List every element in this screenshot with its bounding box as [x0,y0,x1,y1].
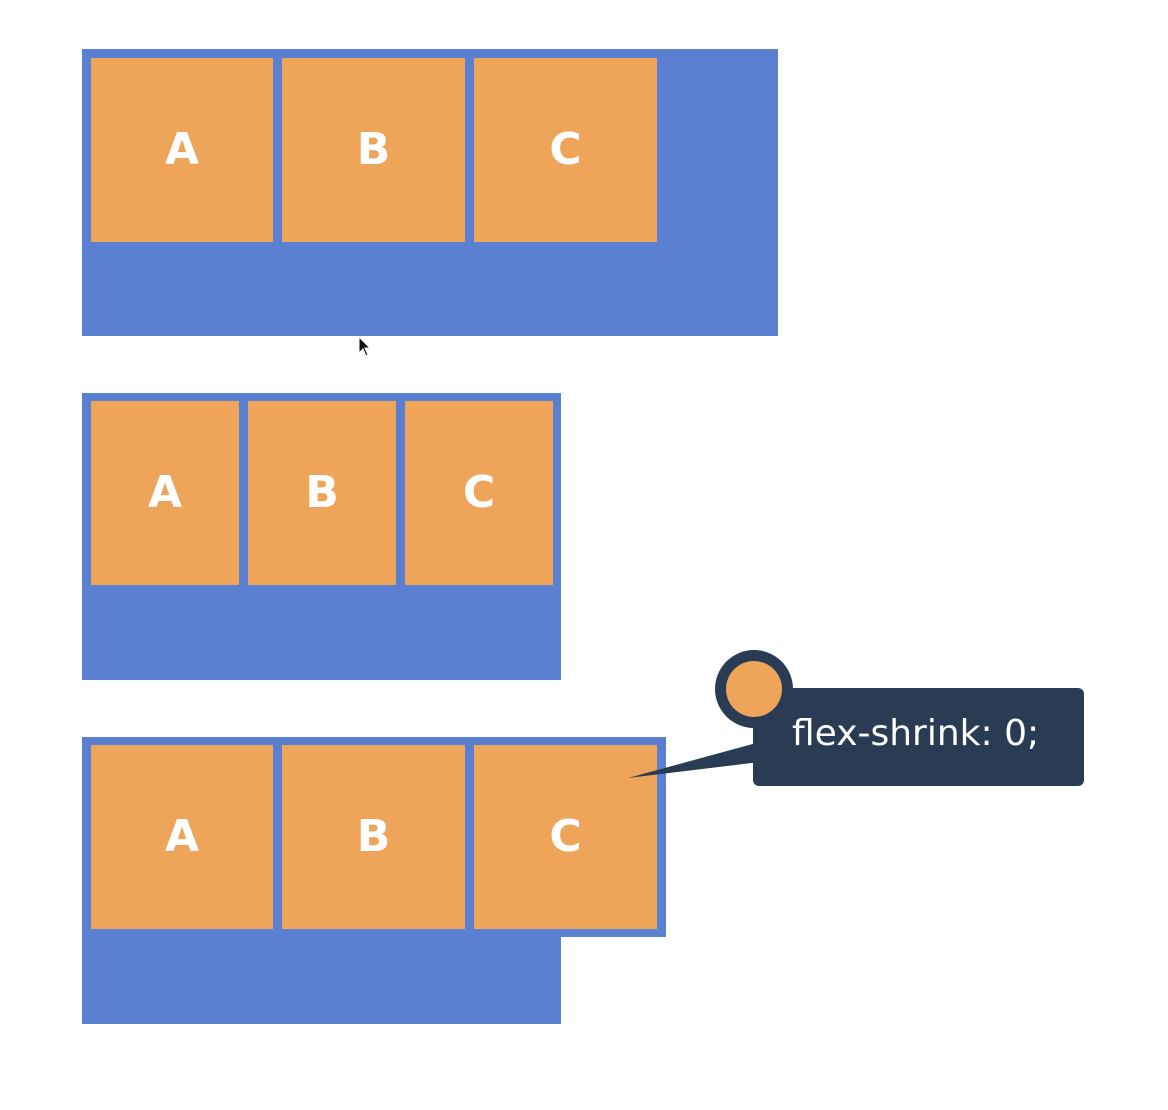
flex-item-a: A [91,58,273,242]
flex-item-a: A [91,745,273,929]
flex-item-b: B [282,58,465,242]
callout-marker-dot [726,661,782,717]
flex-item-b: B [248,401,396,585]
callout-box [753,688,1084,786]
flex-item-c: C [474,745,657,929]
mouse-cursor-icon [358,336,372,357]
callout-label: flex-shrink: 0; [792,713,1040,754]
flex-item-c: C [405,401,553,585]
flex-item-c: C [474,58,657,242]
flex-item-b: B [282,745,465,929]
flex-item-a: A [91,401,239,585]
